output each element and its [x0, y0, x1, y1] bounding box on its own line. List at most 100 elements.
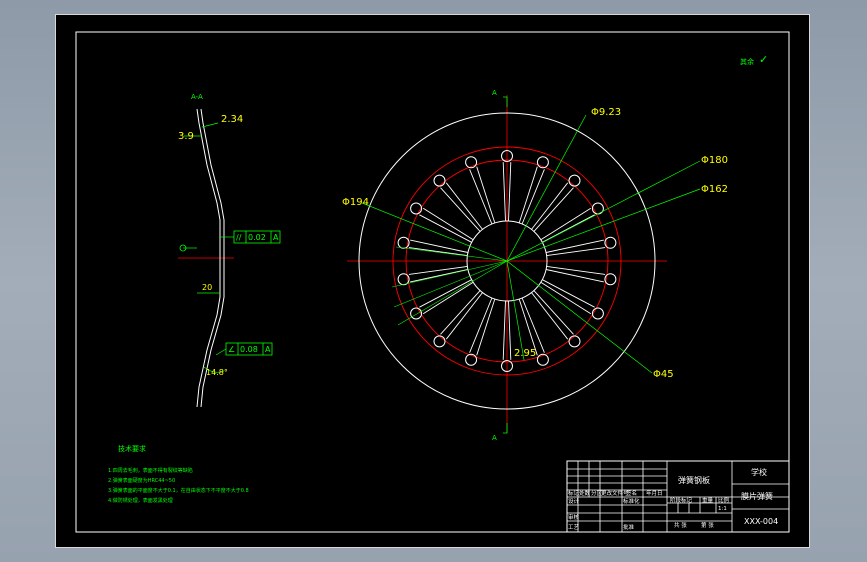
drawing-sheet: 其余 ✓ A-A 2.34 3.9 20 14.8° // 0.02 A ∠	[55, 14, 810, 548]
tb-review: 审核	[568, 513, 580, 521]
dim-45: Φ45	[653, 369, 674, 380]
dimension-leader	[506, 160, 701, 262]
finger-slot-edge	[408, 265, 468, 275]
roughness-icon: ✓	[759, 53, 768, 66]
note-line-2: 2.弹簧表面硬度为HRC44~50	[108, 477, 175, 484]
dim-side-top: 2.34	[221, 114, 243, 125]
finger-slot-edge	[440, 187, 481, 232]
finger-hole	[397, 273, 410, 286]
finger-hole	[433, 335, 446, 348]
inner-bore	[466, 220, 548, 302]
finger-slot-edge	[508, 162, 512, 222]
finger-slot-edge	[533, 290, 574, 335]
finger-hole	[568, 174, 581, 187]
tb-standard: 标准化	[623, 497, 640, 505]
tb-date: 年月日	[646, 489, 663, 497]
cad-drawing: 其余 ✓ A-A 2.34 3.9 20 14.8° // 0.02 A ∠	[75, 31, 790, 533]
view-marker-bottom: A	[492, 434, 497, 442]
angularity-symbol-icon: ∠	[228, 345, 235, 354]
profile-outer	[196, 108, 221, 408]
finger-slot-edge	[502, 162, 506, 222]
finger-slot-edge	[546, 239, 604, 253]
section-view: A-A 2.34 3.9 20 14.8° // 0.02 A ∠ 0.08 A	[178, 93, 281, 408]
finger-slot-edge	[469, 169, 493, 225]
title-block: 标记 处数 分区 更改文件号 签名 年月日 设计 标准化 审核 工艺 批准 阶段…	[566, 460, 790, 533]
profile-inner	[200, 108, 225, 408]
dimension-leader	[361, 202, 508, 262]
finger-hole	[397, 236, 410, 249]
finger-slot-edge	[469, 297, 493, 353]
finger-slot-edge	[476, 166, 496, 224]
finger-slot-edge	[546, 247, 606, 257]
dim-side-left: 3.9	[178, 131, 194, 142]
finger-hole	[501, 360, 513, 372]
parallel-datum: A	[273, 233, 279, 242]
finger-slot-edge	[410, 239, 468, 253]
finger-slot-edge	[422, 281, 474, 315]
technical-notes: 技术要求 1.四周去毛刺，表面不得有裂纹等缺陷 2.弹簧表面硬度为HRC44~5…	[108, 444, 249, 504]
tolerance-frame-parallel	[233, 230, 281, 244]
tb-process: 工艺	[568, 524, 580, 531]
view-marker-top: A	[492, 89, 497, 97]
roughness-label: 其余	[740, 57, 754, 66]
dim-180: Φ180	[701, 155, 728, 166]
dim-hole: Φ9.23	[591, 107, 621, 118]
finger-slot-edge	[518, 166, 538, 224]
tb-count: 处数	[579, 489, 591, 497]
tolerance-frame-angularity	[225, 342, 273, 356]
dimension-leader	[391, 260, 508, 288]
tb-change-doc: 更改文件号	[601, 489, 629, 497]
finger-slot-edge	[531, 182, 569, 230]
angularity-datum: A	[265, 345, 271, 354]
finger-slot-edge	[540, 207, 592, 241]
finger-hole	[591, 202, 604, 215]
finger-slot-edge	[408, 247, 468, 257]
tb-weight: 重量	[702, 496, 714, 504]
finger-slot-edge	[440, 290, 481, 335]
finger-slot-edge	[521, 297, 545, 353]
finger-slot-edge	[476, 298, 496, 356]
finger-slot-edge	[540, 281, 592, 315]
dimension-leader	[395, 246, 508, 262]
tb-drawing-no: XXX-004	[744, 517, 778, 526]
view-arrow-bottom-icon	[503, 423, 508, 434]
dimension-leader	[506, 114, 587, 262]
front-view	[347, 95, 701, 434]
tb-school: 学校	[751, 467, 767, 477]
inner-frame	[75, 31, 790, 533]
tb-design: 设计	[568, 497, 580, 505]
tb-material: 弹簧钢板	[678, 475, 710, 485]
view-arrow-top-icon	[503, 96, 508, 107]
tb-sign: 签名	[626, 489, 637, 497]
finger-slot-edge	[542, 279, 595, 308]
note-line-3: 3.弹簧表面的平面度不大于0.1，在自由状态下不平度不大于0.8	[108, 487, 249, 494]
section-label: A-A	[191, 93, 203, 101]
finger-slot-edge	[410, 269, 468, 283]
tb-ratio: 比例	[718, 496, 730, 504]
dim-side-angle: 14.8°	[206, 368, 228, 377]
finger-hole	[410, 202, 423, 215]
dim-194: Φ194	[342, 197, 369, 208]
finger-hole	[410, 307, 423, 320]
tb-scale: 1:1	[718, 506, 727, 512]
dimension-leader	[397, 260, 508, 326]
dim-finger: 2.95	[514, 348, 536, 359]
finger-slot-edge	[502, 300, 506, 360]
finger-slot-edge	[445, 182, 483, 230]
finger-hole	[465, 156, 478, 169]
tb-stage: 阶段标记	[670, 496, 693, 504]
finger-slot-edge	[422, 207, 474, 241]
finger-slot-edge	[419, 279, 472, 308]
finger-hole	[604, 236, 617, 249]
finger-slot-edge	[546, 265, 606, 275]
finger-hole	[465, 353, 478, 366]
finger-slot-edge	[521, 169, 545, 225]
dimension-leader	[506, 260, 525, 361]
pitch-circle-inner	[405, 159, 609, 363]
tb-zone: 分区	[591, 489, 603, 497]
tb-part-name: 膜片弹簧	[741, 491, 773, 501]
tb-sheet-no: 第 张	[701, 521, 714, 529]
finger-hole	[536, 353, 549, 366]
dimension-leader	[393, 260, 508, 308]
parallel-symbol-icon: //	[236, 233, 242, 242]
